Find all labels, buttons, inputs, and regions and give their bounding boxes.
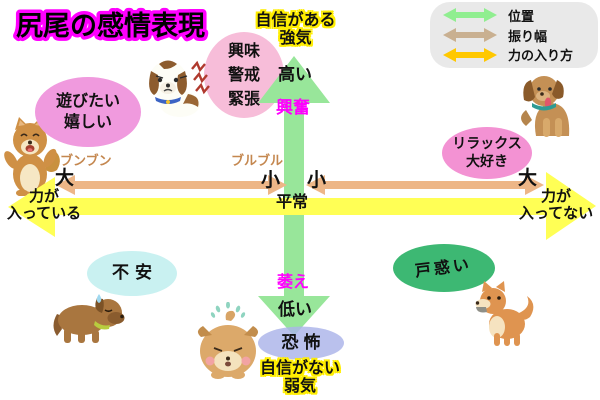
relax-bubble-text: リラックス 大好き [452, 135, 522, 170]
confused-dog-illustration [475, 281, 534, 346]
confident-caption: 自信がある 強気 [255, 10, 336, 47]
position-axis-arrow [258, 56, 330, 336]
confusion-bubble: 戸惑い [392, 243, 496, 293]
legend: 位置 振り幅 力の入り方 [430, 2, 598, 68]
legend-label-force: 力の入り方 [508, 49, 574, 65]
wag-sound-label: ブンブン [60, 154, 112, 169]
relax-love-bubble: リラックス 大好き [441, 126, 533, 180]
legend-row-position: 位置 [442, 6, 592, 25]
excited-label: 興奮 [276, 98, 310, 118]
fear-bubble-text: 恐怖 [281, 332, 326, 353]
droop-label: 萎え [277, 272, 310, 291]
tremble-sound-label: ブルブル [231, 154, 284, 169]
fear-bubble-shape [258, 326, 344, 360]
position-normal-label: 平常 [276, 192, 309, 211]
relaxed-sitting-dog-illustration [521, 76, 570, 137]
swing-large-right-label: 大 [518, 167, 538, 189]
anxiety-bubble-shape [87, 251, 177, 296]
relax-bubble-shape [442, 127, 532, 179]
legend-row-swing: 振り幅 [442, 26, 592, 45]
force-off-label: 力が 入ってない [518, 187, 594, 222]
position-low-label: 低い [278, 300, 312, 320]
swing-small-left-label: 小 [261, 169, 281, 191]
swing-axis-arrow-left [56, 175, 287, 195]
confusion-bubble-shape [393, 244, 495, 292]
page-title-text: 尻尾の感情表現 [16, 10, 205, 42]
force-axis-arrow [8, 172, 596, 240]
force-on-label: 力が 入っている [6, 187, 82, 222]
legend-label-position: 位置 [508, 9, 535, 25]
scared-cowering-puppy-illustration [197, 302, 259, 379]
swing-axis-arrow-right [306, 175, 544, 195]
anxiety-bubble-text: 不安 [112, 263, 158, 284]
anxious-dog-illustration [53, 294, 125, 343]
position-double-arrow-icon [443, 8, 497, 23]
position-high-label: 高い [278, 65, 312, 85]
legend-label-swing: 振り幅 [508, 29, 548, 45]
unconfident-caption: 自信がない 弱気 [259, 358, 340, 395]
swing-small-right-label: 小 [307, 169, 327, 191]
force-double-arrow-icon [443, 47, 497, 62]
play-bubble-text: 遊びたい 嬉しい [55, 91, 120, 131]
play-happy-bubble: 遊びたい 嬉しい [34, 76, 142, 148]
anxiety-bubble: 不安 [86, 250, 178, 297]
page-title: 尻尾の感情表現 [13, 7, 209, 46]
swing-double-arrow-icon [443, 28, 497, 42]
fear-bubble: 恐怖 [257, 326, 345, 360]
alert-bubble-text: 興味 警戒 緊張 [227, 41, 260, 108]
legend-row-force: 力の入り方 [442, 45, 592, 64]
play-bubble-shape [35, 77, 141, 147]
alert-tense-dog-illustration [149, 60, 210, 117]
swing-large-left-label: 大 [55, 167, 75, 189]
